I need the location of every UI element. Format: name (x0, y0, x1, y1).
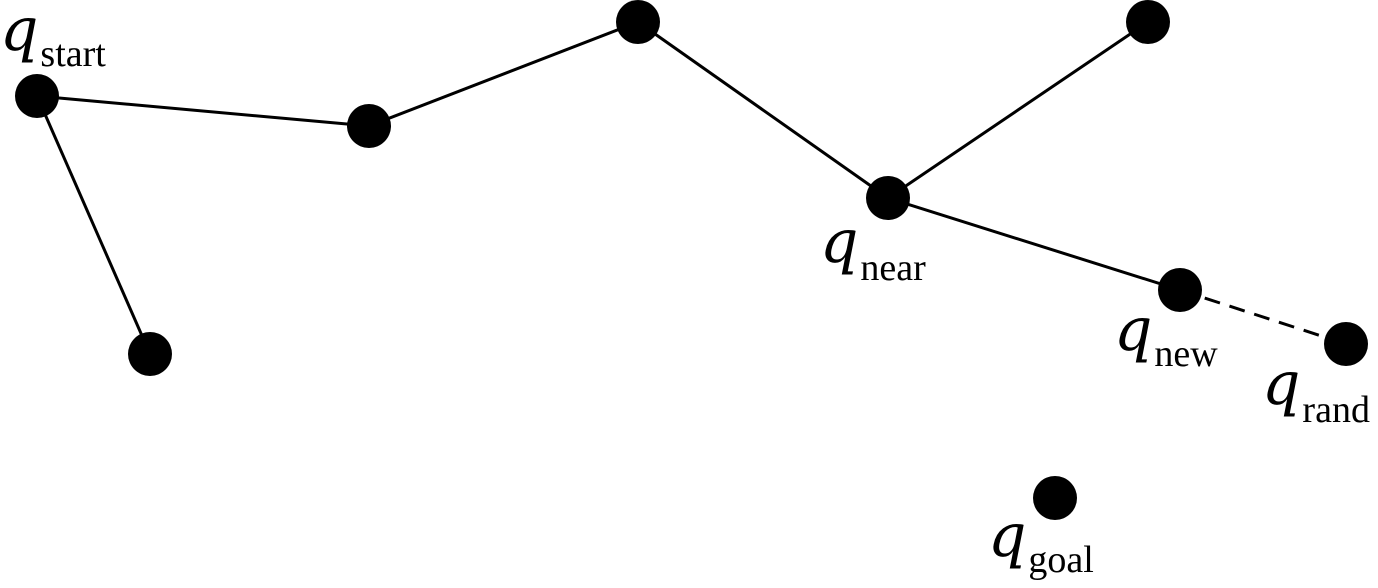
label-q-near: qnear (820, 207, 926, 289)
edge-near-c (887, 20, 1149, 200)
edge-near-new (887, 196, 1181, 292)
edge-start-e (35, 95, 152, 355)
node-e (128, 332, 172, 376)
edge-b-near (637, 20, 889, 200)
node-start (15, 74, 59, 118)
label-q-goal: qgoal (988, 501, 1094, 581)
node-c (1126, 0, 1170, 44)
node-new (1158, 268, 1202, 312)
edge-a-b (368, 20, 639, 128)
label-q-new: qnew (1114, 295, 1218, 375)
node-near (866, 176, 910, 220)
node-a (347, 104, 391, 148)
node-goal (1033, 476, 1077, 520)
node-b (616, 0, 660, 44)
edge-new-rand (1179, 288, 1347, 346)
node-rand (1324, 322, 1368, 366)
label-q-rand: qrand (1262, 349, 1370, 431)
label-q-start: qstart (0, 0, 106, 75)
edge-start-a (36, 94, 370, 128)
